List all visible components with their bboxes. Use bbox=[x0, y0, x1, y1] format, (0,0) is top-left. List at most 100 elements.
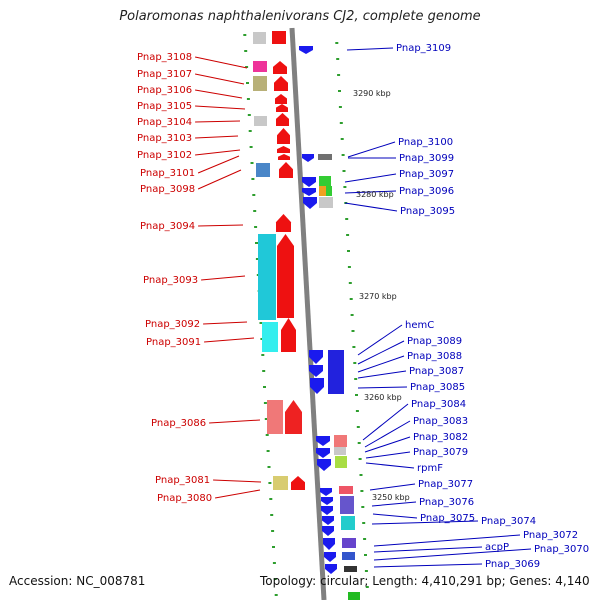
gene-arrow-left-strand bbox=[320, 488, 332, 496]
tick-mark-left bbox=[270, 514, 274, 516]
label-connector-right bbox=[371, 501, 417, 507]
gene-label-right: rpmF bbox=[417, 463, 443, 474]
tick-mark-left bbox=[251, 178, 255, 180]
tick-mark-right bbox=[340, 138, 344, 140]
gene-box bbox=[335, 456, 347, 468]
gene-box bbox=[319, 186, 326, 196]
tick-mark-right bbox=[339, 122, 343, 124]
tick-mark-left bbox=[246, 82, 249, 84]
tick-mark-right bbox=[346, 234, 350, 236]
gene-arrow-right-strand bbox=[277, 234, 294, 318]
gene-label-left: Pnap_3101 bbox=[140, 168, 195, 179]
gene-label-right: Pnap_3085 bbox=[410, 382, 465, 393]
gene-arrow-right-strand bbox=[281, 318, 296, 352]
label-connector-right bbox=[357, 386, 408, 389]
tick-mark-right bbox=[349, 298, 353, 300]
gene-arrow-right-strand bbox=[285, 400, 302, 434]
gene-label-left: Pnap_3104 bbox=[137, 117, 192, 128]
gene-label-right: acpP bbox=[485, 542, 509, 553]
tick-mark-right bbox=[347, 266, 351, 268]
gene-arrow-left-strand bbox=[303, 197, 317, 209]
gene-label-left: Pnap_3108 bbox=[137, 52, 192, 63]
gene-label-right: Pnap_3100 bbox=[398, 137, 453, 148]
tick-mark-right bbox=[338, 90, 341, 92]
tick-mark-left bbox=[247, 114, 251, 116]
scale-label: 3290 kbp bbox=[353, 89, 391, 98]
label-connector-left bbox=[198, 224, 244, 227]
label-connector-right bbox=[364, 420, 411, 448]
label-connector-right bbox=[357, 370, 407, 379]
gene-label-right: Pnap_3077 bbox=[418, 479, 473, 490]
tick-mark-right bbox=[361, 506, 365, 508]
gene-label-left: Pnap_3091 bbox=[146, 337, 201, 348]
tick-mark-left bbox=[250, 162, 254, 164]
gene-arrow-left-strand bbox=[321, 497, 333, 505]
gene-arrow-left-strand bbox=[325, 564, 337, 574]
tick-mark-left bbox=[271, 530, 275, 532]
tick-mark-left bbox=[249, 146, 253, 148]
gene-label-left: Pnap_3105 bbox=[137, 101, 192, 112]
tick-mark-right bbox=[355, 410, 359, 412]
label-connector-right bbox=[373, 534, 521, 547]
gene-arrow-right-strand bbox=[276, 214, 291, 232]
tick-mark-left bbox=[267, 466, 271, 468]
tick-mark-left bbox=[259, 322, 263, 324]
gene-arrow-right-strand bbox=[273, 61, 287, 74]
tick-mark-left bbox=[265, 434, 269, 436]
gene-arrow-left-strand bbox=[316, 448, 330, 458]
gene-label-left: Pnap_3081 bbox=[155, 475, 210, 486]
label-connector-right bbox=[371, 520, 479, 525]
genome-backbone bbox=[289, 27, 327, 600]
label-connector-left bbox=[195, 89, 243, 99]
label-connector-right bbox=[365, 451, 411, 459]
gene-box bbox=[253, 76, 267, 91]
gene-label-right: Pnap_3096 bbox=[399, 186, 454, 197]
gene-label-right: Pnap_3079 bbox=[413, 447, 468, 458]
tick-mark-left bbox=[261, 354, 265, 356]
label-connector-left bbox=[195, 135, 239, 139]
gene-label-right: hemC bbox=[405, 320, 434, 331]
gene-box bbox=[319, 197, 333, 208]
gene-arrow-left-strand bbox=[324, 552, 336, 562]
gene-box bbox=[319, 176, 331, 186]
tick-mark-left bbox=[246, 98, 250, 100]
gene-arrow-right-strand bbox=[275, 94, 287, 104]
gene-box bbox=[253, 61, 267, 72]
tick-mark-left bbox=[245, 66, 249, 68]
label-connector-left bbox=[209, 419, 261, 424]
gene-arrow-left-strand bbox=[299, 46, 313, 54]
gene-arrow-left-strand bbox=[322, 516, 334, 525]
gene-labels: Pnap_3108Pnap_3107Pnap_3106Pnap_3105Pnap… bbox=[137, 43, 589, 570]
tick-mark-right bbox=[353, 362, 357, 364]
gene-box bbox=[341, 516, 355, 530]
label-connector-right bbox=[344, 190, 397, 194]
label-connector-right bbox=[365, 462, 415, 469]
tick-mark-right bbox=[365, 586, 369, 588]
gene-label-right: Pnap_3076 bbox=[419, 497, 474, 508]
label-connector-right bbox=[357, 324, 403, 356]
gene-label-left: Pnap_3102 bbox=[137, 150, 192, 161]
label-connector-left bbox=[197, 169, 242, 190]
gene-box bbox=[262, 322, 278, 352]
gene-arrow-left-strand bbox=[309, 350, 323, 364]
gene-box bbox=[273, 476, 288, 490]
tick-mark-right bbox=[336, 58, 340, 60]
gene-arrow-left-strand bbox=[322, 526, 334, 536]
gene-box bbox=[256, 163, 270, 177]
gene-box bbox=[328, 350, 344, 394]
gene-arrow-left-strand bbox=[323, 538, 335, 550]
gene-box bbox=[348, 592, 360, 600]
gene-label-left: Pnap_3106 bbox=[137, 85, 192, 96]
gene-arrow-right-strand bbox=[272, 31, 286, 44]
tick-mark-left bbox=[266, 450, 270, 452]
tick-mark-right bbox=[363, 538, 367, 540]
gene-label-left: Pnap_3107 bbox=[137, 69, 192, 80]
tick-mark-right bbox=[360, 490, 364, 492]
tick-mark-left bbox=[260, 338, 264, 340]
tick-mark-left bbox=[274, 594, 278, 596]
label-connector-right bbox=[373, 546, 483, 553]
tick-mark-left bbox=[263, 402, 267, 404]
tick-mark-left bbox=[268, 482, 272, 484]
